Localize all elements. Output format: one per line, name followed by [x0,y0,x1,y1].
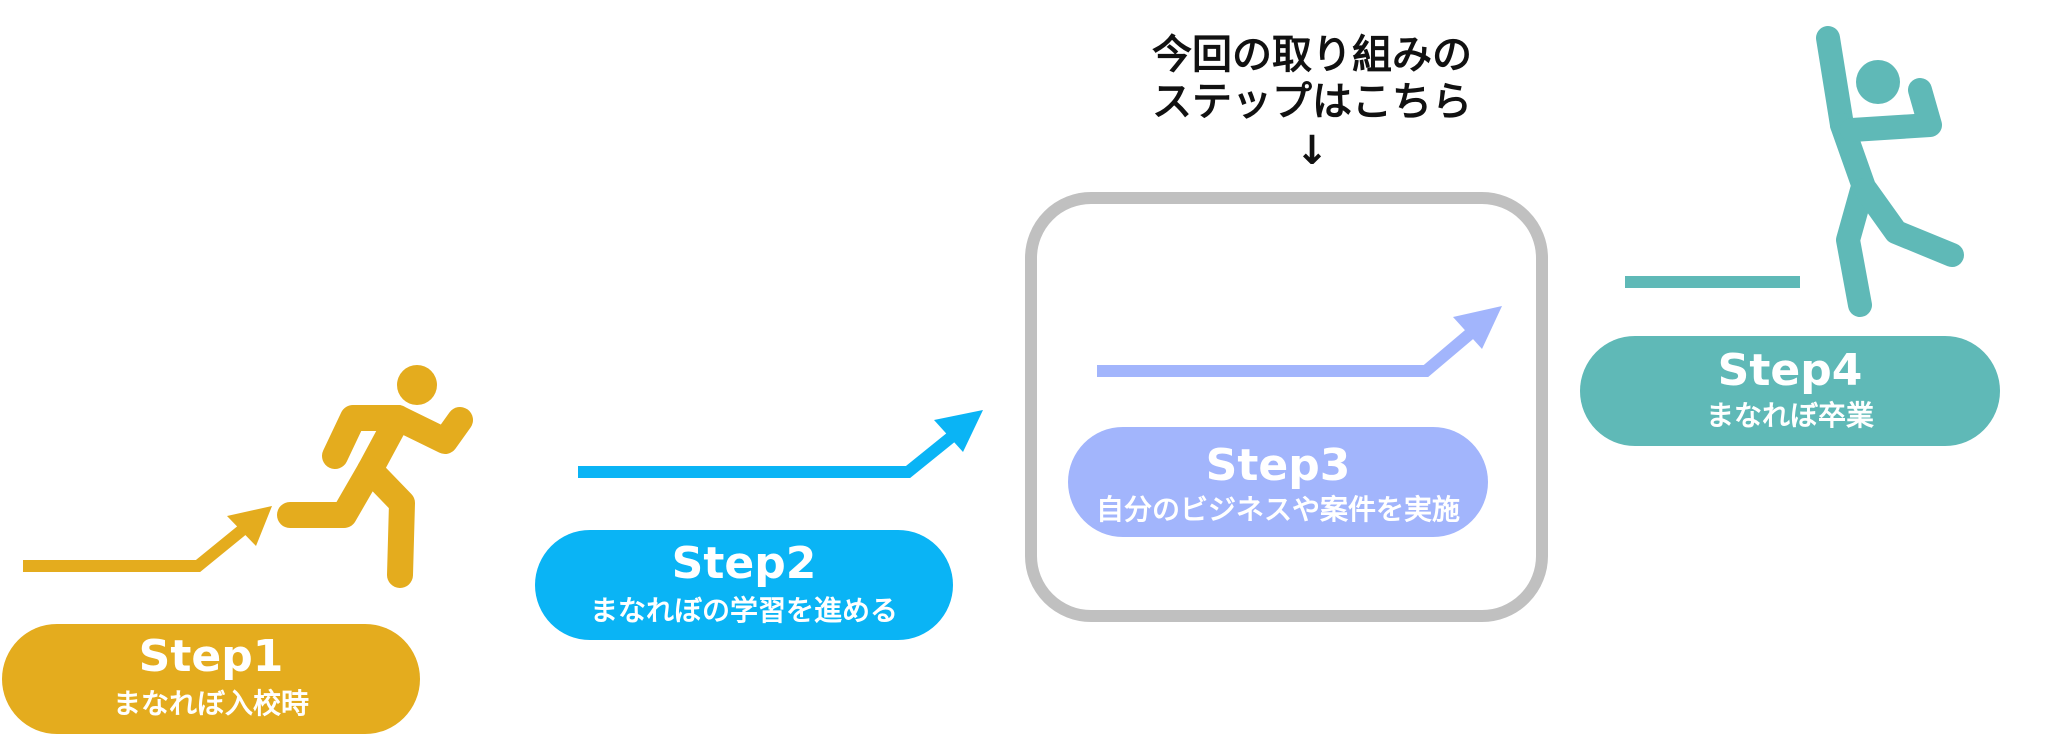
step4-subtitle: まなれぼ卒業 [1706,399,1874,432]
step-4: Step4 まなれぼ卒業 [1580,26,2000,446]
step-2: Step2 まなれぼの学習を進める [535,410,983,640]
step2-arrowhead [934,410,983,452]
step3-title: Step3 [1206,440,1351,491]
step3-highlight-frame [1025,192,1548,622]
jumping-person-icon [1816,26,1964,317]
step2-subtitle: まなれぼの学習を進める [590,594,898,627]
step1-subtitle: まなれぼ入校時 [113,687,309,720]
step4-title: Step4 [1718,345,1863,396]
note-line-2: ステップはこちら [1152,79,1472,125]
note-line-1: 今回の取り組みの [1152,32,1472,78]
step4-pill [1580,336,2000,446]
step1-title: Step1 [139,631,284,682]
step1-pill [2,624,420,734]
step3-arrowhead [1453,306,1502,349]
step2-title: Step2 [672,538,817,589]
step3-pill [1068,427,1488,537]
down-arrow-icon: ↓ [1295,128,1329,174]
step2-progress-line [578,425,964,478]
step2-pill [535,530,953,640]
step3-subtitle: 自分のビジネスや案件を実施 [1096,493,1460,526]
step-1: Step1 まなれぼ入校時 [2,365,473,734]
step1-arrowhead [227,506,272,546]
running-person-icon [277,365,473,588]
step3-progress-line [1097,322,1482,377]
step1-progress-line [23,517,256,572]
step-3: Step3 自分のビジネスや案件を実施 [1068,306,1502,537]
step-note: 今回の取り組みの ステップはこちら ↓ [1152,32,1472,174]
